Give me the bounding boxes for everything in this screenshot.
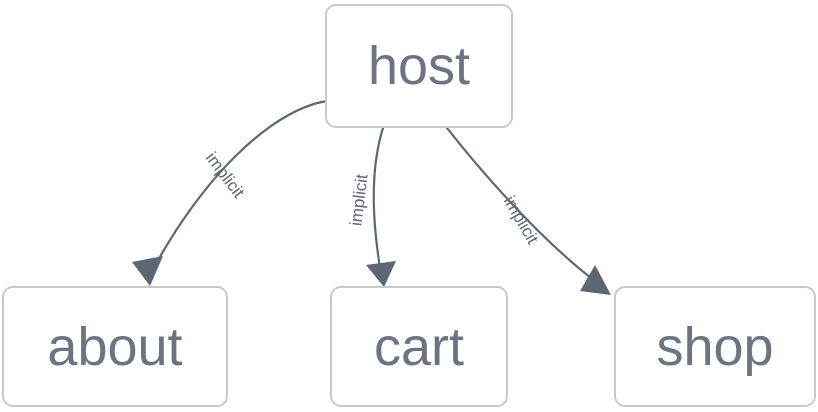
node-host[interactable]: host: [325, 4, 513, 128]
edge-path-host-shop: [445, 126, 602, 287]
arrowhead-host-shop: [580, 265, 611, 295]
node-label-host: host: [368, 36, 470, 96]
node-box-about[interactable]: [2, 286, 228, 407]
node-label-cart: cart: [374, 317, 464, 377]
node-cart[interactable]: cart: [330, 286, 508, 407]
edge-label-host-cart: implicit: [346, 173, 371, 227]
edge-label-group-host-cart: implicit: [346, 173, 371, 227]
edge-label-group-host-shop: implicit: [500, 193, 543, 248]
nodes-layer: host about cart shop: [2, 4, 816, 407]
node-about[interactable]: about: [2, 286, 228, 407]
arrowhead-host-about: [132, 256, 163, 286]
edges-layer: implicit implicit implicit: [132, 99, 611, 295]
node-box-cart[interactable]: [330, 286, 508, 407]
edge-path-host-cart: [372, 126, 385, 276]
edge-path-host-about: [148, 99, 329, 277]
edge-label-group-host-about: implicit: [202, 149, 249, 202]
edge-host-cart[interactable]: implicit: [346, 126, 396, 287]
edge-label-host-about: implicit: [202, 149, 249, 202]
edge-host-shop[interactable]: implicit: [445, 126, 611, 295]
node-box-shop[interactable]: [614, 286, 816, 407]
node-label-about: about: [47, 317, 182, 377]
arrowhead-host-cart: [366, 261, 396, 287]
edge-label-host-shop: implicit: [500, 193, 543, 248]
edge-host-about[interactable]: implicit: [132, 99, 329, 286]
node-shop[interactable]: shop: [614, 286, 816, 407]
node-label-shop: shop: [656, 317, 773, 377]
node-box-host[interactable]: [325, 4, 513, 128]
